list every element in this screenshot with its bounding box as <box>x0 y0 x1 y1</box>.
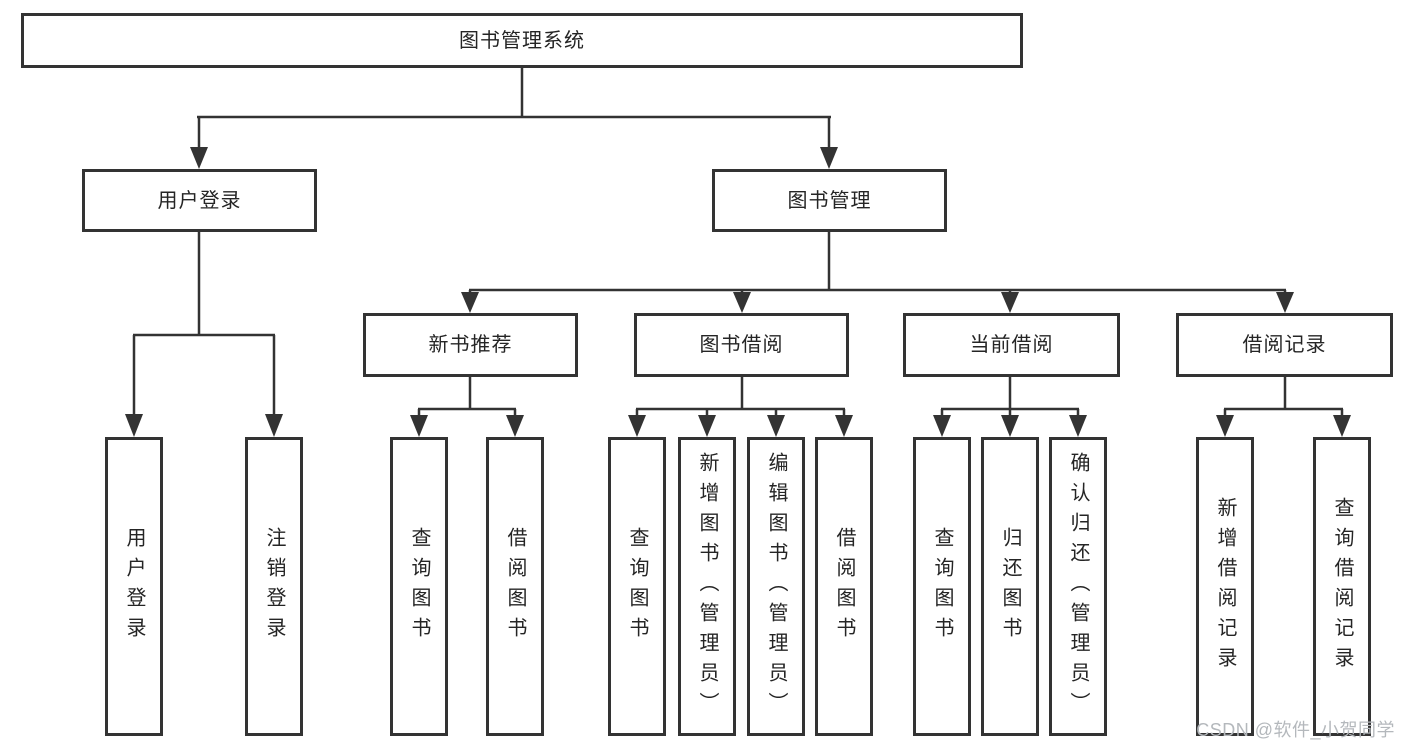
node-book-borrow: 图书借阅 <box>634 313 849 377</box>
connector-current-borrow-to-leaves <box>933 377 1087 437</box>
node-current-borrow: 当前借阅 <box>903 313 1120 377</box>
leaf-query-books-borrow: 查询图书 <box>608 437 666 736</box>
leaf-query-borrow-record: 查询借阅记录 <box>1313 437 1371 736</box>
leaf-confirm-return-admin: 确认归还（管理员） <box>1049 437 1107 736</box>
leaf-logout: 注销登录 <box>245 437 303 736</box>
node-user-login: 用户登录 <box>82 169 317 232</box>
connector-book-mgmt-to-level3 <box>461 232 1294 313</box>
node-book-mgmt: 图书管理 <box>712 169 947 232</box>
leaf-query-books-current: 查询图书 <box>913 437 971 736</box>
connector-new-books-to-leaves <box>410 377 524 437</box>
leaf-borrow-books-new: 借阅图书 <box>486 437 544 736</box>
leaf-query-books-new: 查询图书 <box>390 437 448 736</box>
leaf-return-books: 归还图书 <box>981 437 1039 736</box>
connector-book-borrow-to-leaves <box>628 377 853 437</box>
node-borrow-records: 借阅记录 <box>1176 313 1393 377</box>
node-root: 图书管理系统 <box>21 13 1023 68</box>
leaf-add-borrow-record: 新增借阅记录 <box>1196 437 1254 736</box>
watermark: CSDN @软件_小贺同学 <box>1196 720 1395 740</box>
connector-root-to-level2 <box>190 68 838 169</box>
connector-borrow-records-to-leaves <box>1216 377 1351 437</box>
node-new-books: 新书推荐 <box>363 313 578 377</box>
leaf-edit-books-admin: 编辑图书（管理员） <box>747 437 805 736</box>
connector-user-login-to-leaves <box>125 232 283 437</box>
leaf-add-books-admin: 新增图书（管理员） <box>678 437 736 736</box>
leaf-user-login: 用户登录 <box>105 437 163 736</box>
leaf-borrow-books: 借阅图书 <box>815 437 873 736</box>
